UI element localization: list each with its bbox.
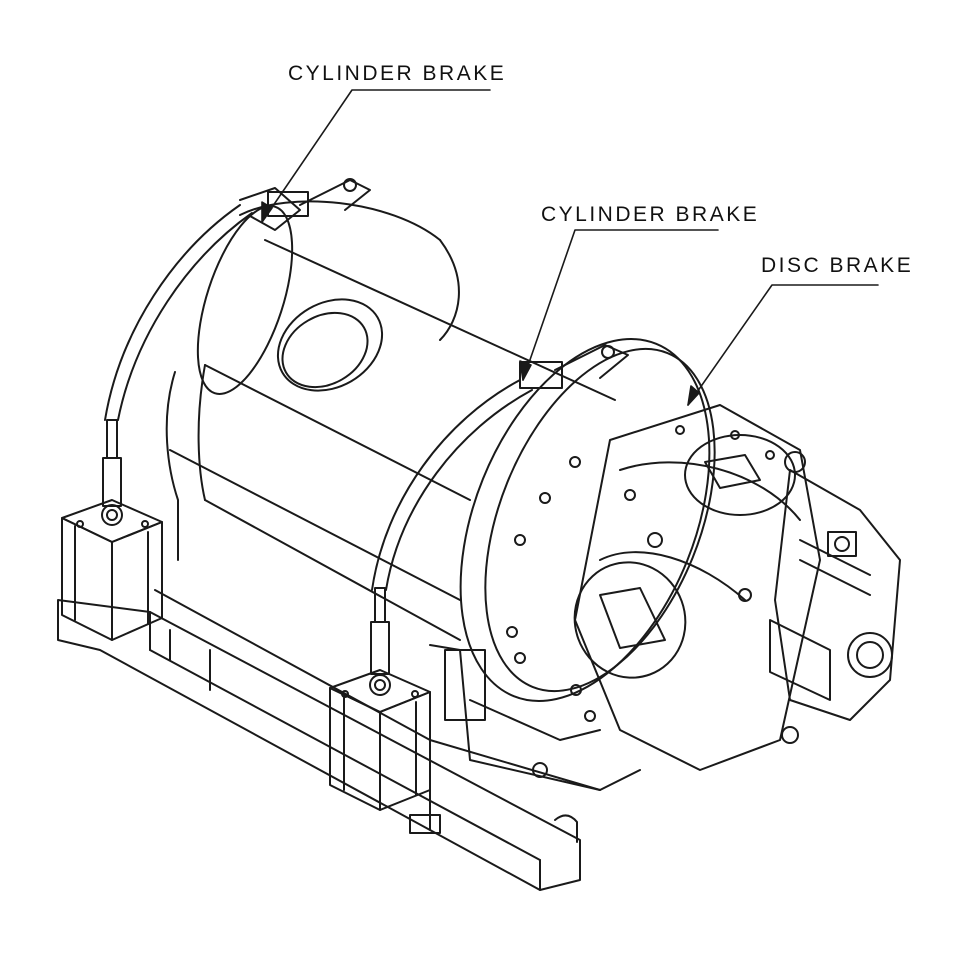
leader-disc-brake <box>687 284 879 406</box>
callout-cylinder-brake-middle: CYLINDER BRAKE <box>541 203 760 226</box>
drum-flange <box>459 338 716 722</box>
left-brake-arm <box>104 178 371 421</box>
gearbox <box>573 404 821 771</box>
winch-drum <box>165 200 616 641</box>
left-cylinder-mount <box>61 419 163 641</box>
motor-stand <box>429 644 601 791</box>
leader-cylinder-brake-middle <box>522 229 719 381</box>
callout-cylinder-brake-top: CYLINDER BRAKE <box>288 62 507 85</box>
hydraulic-motor <box>769 451 901 721</box>
leader-arrow-disc <box>687 385 700 406</box>
right-cylinder-mount <box>329 587 431 811</box>
leader-lines <box>261 89 879 406</box>
leader-cylinder-brake-top <box>261 89 491 223</box>
base-frame <box>57 589 641 891</box>
right-brake-arm <box>371 344 629 591</box>
callout-disc-brake: DISC BRAKE <box>761 254 914 277</box>
leader-arrow-middle <box>519 360 532 381</box>
